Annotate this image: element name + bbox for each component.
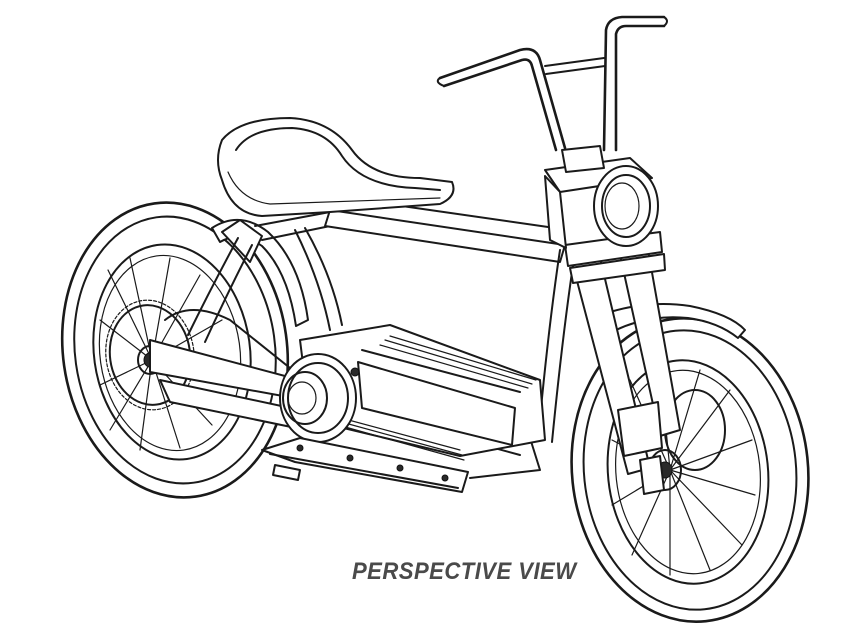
seat (217, 117, 455, 217)
front-fork (564, 231, 681, 495)
headlight (544, 145, 659, 249)
swingarm (149, 309, 306, 429)
handlebars (436, 15, 668, 152)
motor-hub (279, 353, 360, 443)
footboard (261, 437, 469, 493)
battery-pack (299, 324, 546, 461)
figure-caption: PERSPECTIVE VIEW (352, 558, 577, 585)
